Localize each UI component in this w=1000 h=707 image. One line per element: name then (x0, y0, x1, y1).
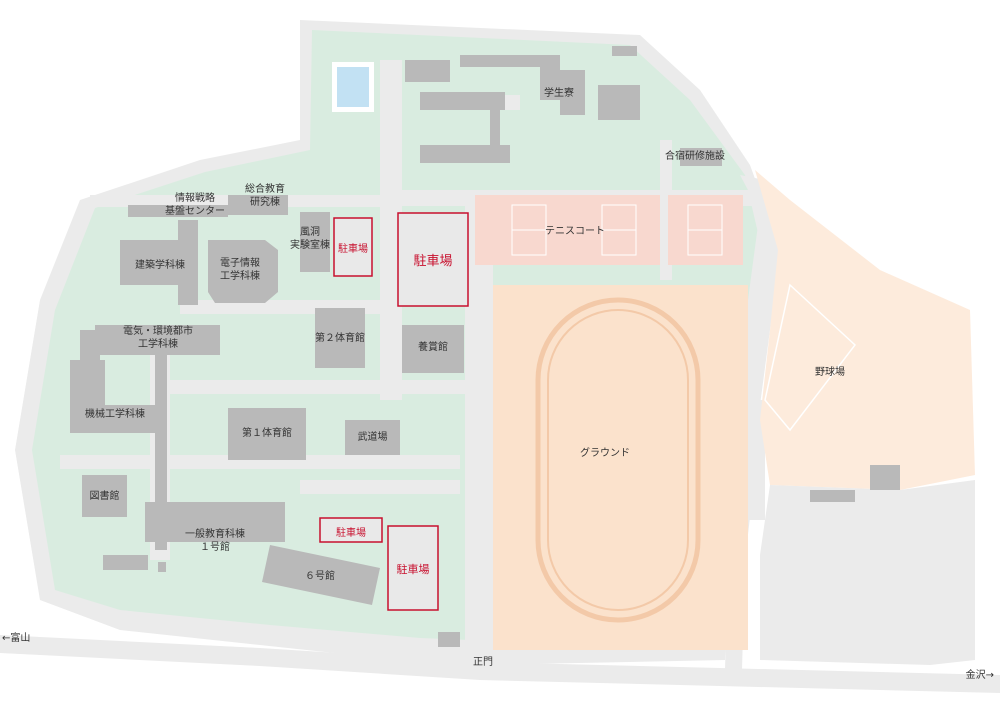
label-general-research: 総合教育 研究棟 (245, 184, 285, 208)
parking-lot-1 (333, 217, 373, 277)
label-general-ed: 一般教育科棟 １号館 (185, 529, 245, 553)
ground-area (493, 285, 748, 650)
highway (0, 635, 1000, 693)
label-mechanical: 機械工学科棟 (85, 409, 145, 420)
label-main-gate: 正門 (473, 657, 493, 668)
tennis-court-lines (511, 204, 723, 256)
label-info-center: 情報戦略 基盤センター (165, 193, 225, 217)
label-architecture: 建築学科棟 (135, 260, 185, 271)
buildings (70, 46, 900, 647)
label-to-toyama: ←富山 (2, 633, 31, 644)
label-to-kanazawa: 金沢→ (965, 670, 994, 681)
pool-water (337, 67, 369, 107)
east-lot (760, 480, 975, 665)
running-track (535, 297, 701, 623)
label-electrical-civil: 電気・環境都市 工学科棟 (123, 326, 193, 350)
parking-label-3: 駐車場 (336, 528, 366, 539)
label-dormitory: 学生寮 (544, 88, 574, 99)
label-gym1: 第１体育館 (242, 428, 292, 439)
baseball-area (755, 170, 975, 490)
track-inner (547, 309, 689, 611)
parking-label-4: 駐車場 (396, 563, 430, 576)
parking-label-2: 駐車場 (413, 254, 453, 269)
label-electronics: 電子情報 工学科棟 (220, 258, 260, 282)
label-ground: グラウンド (580, 448, 630, 459)
label-library: 図書館 (89, 491, 120, 502)
label-budojo: 武道場 (357, 432, 388, 443)
label-tennis-court: テニスコート (545, 226, 605, 237)
parking-lot-4 (387, 525, 439, 611)
label-gym2: 第２体育館 (315, 333, 365, 344)
parking-label-1: 駐車場 (338, 244, 368, 255)
label-baseball: 野球場 (815, 367, 845, 378)
label-building6: ６号館 (305, 571, 335, 582)
label-wind-tunnel: 風洞 実験室棟 (290, 227, 330, 251)
parking-lots (319, 212, 469, 611)
baseball-diamond (764, 283, 857, 432)
parking-lot-3 (319, 517, 383, 543)
label-kanjikan: 養賞館 (418, 342, 448, 353)
parking-lot-2 (397, 212, 469, 307)
label-training-facility: 合宿研修施設 (665, 151, 725, 162)
